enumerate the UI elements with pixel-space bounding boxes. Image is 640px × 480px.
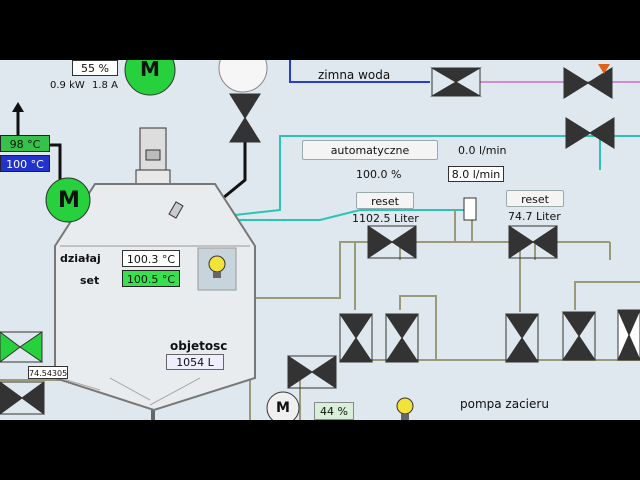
arrow-icon (12, 102, 24, 112)
motor-left-icon[interactable] (45, 177, 91, 223)
reset-button-2[interactable]: reset (506, 190, 564, 207)
valve-mid-4[interactable] (562, 311, 596, 361)
valve-zimna-woda[interactable] (430, 67, 482, 97)
valve-mid-5[interactable] (617, 309, 640, 361)
valves[interactable] (0, 67, 640, 415)
counter-value-1: 1102.5 Liter (352, 212, 419, 225)
objetosc-label: objetosc (170, 339, 228, 353)
motor-current: 1.8 A (92, 80, 118, 91)
sensor-probe (168, 201, 184, 219)
cyan-pipe-mid (195, 209, 470, 221)
motor-pump-icon[interactable] (266, 391, 300, 420)
counter-value-2: 74.7 Liter (508, 210, 561, 223)
pump-label: pompa zacieru (460, 397, 549, 411)
gray-pipe-main (249, 241, 610, 420)
set-label: set (80, 274, 100, 287)
blue-pipe (289, 60, 430, 83)
valve-mid-1[interactable] (339, 313, 373, 363)
flow-percent: 100.0 % (356, 168, 402, 181)
bulb-vessel-icon (197, 247, 237, 291)
motor-mixer-label: M (140, 60, 160, 81)
tank-top-icon (218, 60, 268, 93)
valve-left-green[interactable] (0, 331, 43, 363)
valve-top-right-1[interactable] (563, 67, 613, 99)
vessel-outline (54, 183, 256, 412)
valve-bottom[interactable] (287, 355, 337, 389)
reset-button-1[interactable]: reset (356, 192, 414, 209)
vessel-agitator (59, 377, 201, 406)
motor-mixer-icon[interactable] (124, 60, 176, 96)
zimna-woda-label: zimna woda (318, 68, 391, 82)
motor-left-label: M (58, 188, 80, 213)
flow-rate-2[interactable]: 8.0 l/min (448, 166, 504, 182)
valve-top-center[interactable] (229, 93, 261, 143)
alarm-icon (598, 64, 610, 74)
valve-mid-3[interactable] (505, 313, 539, 363)
temp-actual: 98 °C (0, 135, 50, 152)
vessel-volume: 1054 L (166, 354, 224, 370)
vessel-temp-set[interactable]: 100.5 °C (122, 270, 180, 287)
flow-meter-icon (463, 197, 477, 221)
motor-power: 0.9 kW (50, 80, 85, 91)
valve-mid-2[interactable] (385, 313, 419, 363)
motor-percent: 55 % (72, 60, 118, 76)
valve-counter-1[interactable] (367, 225, 417, 259)
pump-percent: 44 % (314, 402, 354, 420)
valve-counter-2[interactable] (508, 225, 558, 259)
dzialaj-label: działaj (60, 252, 101, 265)
flow-rate-1: 0.0 l/min (458, 144, 507, 157)
valve-left-bottom[interactable] (0, 381, 45, 415)
temp-setpoint[interactable]: 100 °C (0, 155, 50, 172)
process-diagram (0, 60, 640, 420)
bulb-pump-icon (396, 397, 414, 420)
left-readout: 74.54305 (28, 366, 68, 379)
scada-screen: 55 % 0.9 kW 1.8 A M 98 °C 100 °C M zimna… (0, 60, 640, 420)
valve-top-right-2[interactable] (565, 117, 615, 149)
mode-button[interactable]: automatyczne (302, 140, 438, 160)
motor-pump-label: M (276, 400, 290, 416)
vessel-temp-actual: 100.3 °C (122, 250, 180, 267)
